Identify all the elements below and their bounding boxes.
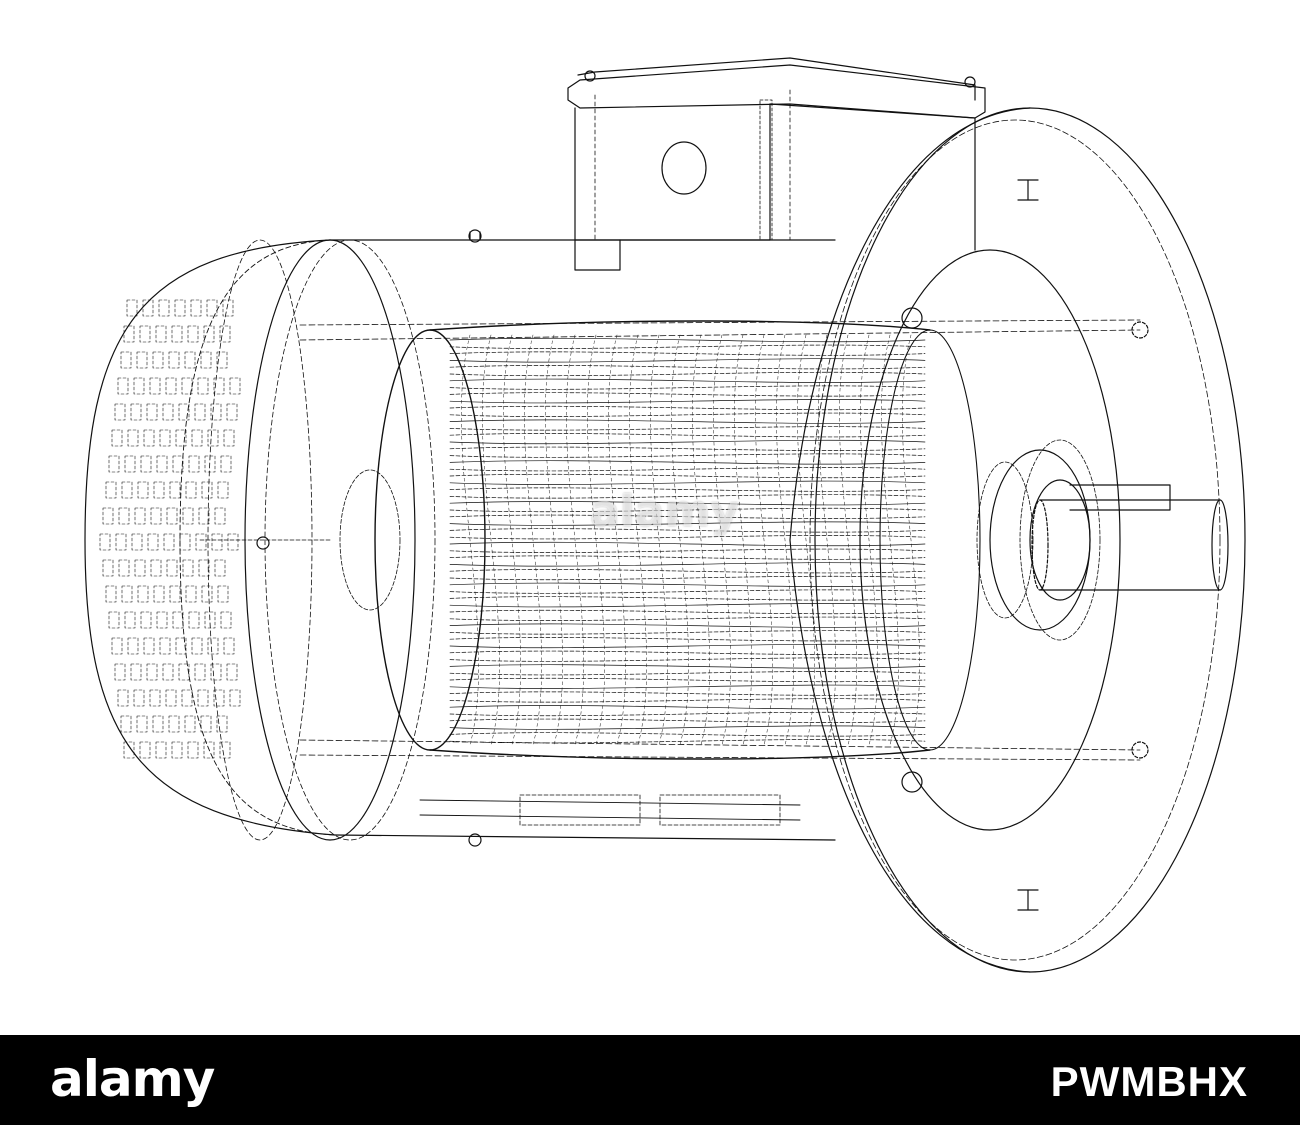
alamy-logo: alamy <box>50 1050 215 1108</box>
output-shaft <box>976 439 1229 641</box>
footer-bar: alamy PWMBHX <box>0 1035 1300 1125</box>
rear-hub <box>199 469 401 611</box>
front-flange <box>789 107 1246 973</box>
terminal-box <box>567 57 986 271</box>
stator-core <box>374 320 981 760</box>
motor-housing <box>244 229 1141 847</box>
rear-fan-cover <box>84 239 336 841</box>
image-id-label: PWMBHX <box>1050 1058 1248 1105</box>
motor-wireframe-illustration: alamy <box>84 57 1246 973</box>
